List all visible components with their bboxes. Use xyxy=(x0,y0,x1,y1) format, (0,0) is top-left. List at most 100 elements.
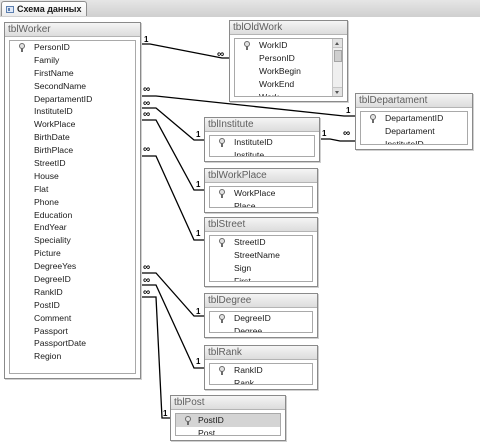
field-row[interactable]: Departament xyxy=(361,125,467,138)
field-row[interactable]: WorkBegin xyxy=(235,65,332,78)
field-row[interactable]: BirthDate xyxy=(10,131,135,144)
field-row[interactable]: DepartamentID xyxy=(361,112,467,125)
table-title[interactable]: tblWorker xyxy=(5,23,140,37)
field-row[interactable]: Picture xyxy=(10,247,135,260)
field-list[interactable]: DegreeID Degree xyxy=(209,311,313,333)
field-name: DegreeID xyxy=(234,313,271,323)
field-row[interactable]: Phone xyxy=(10,196,135,209)
field-list[interactable]: PostID Post xyxy=(175,413,281,436)
field-row[interactable]: StreetID xyxy=(210,236,312,249)
field-row[interactable]: PersonID xyxy=(235,52,332,65)
table-title[interactable]: tblWorkPlace xyxy=(205,169,317,183)
field-name: PersonID xyxy=(259,52,295,63)
field-row[interactable]: SecondName xyxy=(10,80,135,93)
table-title[interactable]: tblOldWork xyxy=(230,21,347,35)
field-row[interactable]: PersonID xyxy=(10,41,135,54)
field-row[interactable]: DepartamentID xyxy=(10,93,135,106)
field-row[interactable]: House xyxy=(10,170,135,183)
field-row[interactable]: DegreeYes xyxy=(10,260,135,273)
field-name: Flat xyxy=(34,183,49,194)
field-row[interactable]: Region xyxy=(10,350,135,363)
field-row[interactable]: Sign xyxy=(210,262,312,275)
primary-key-icon xyxy=(219,366,225,375)
field-row[interactable]: WorkPlace xyxy=(10,118,135,131)
field-row[interactable]: PassportDate xyxy=(10,337,135,350)
table-tblInstitute[interactable]: tblInstitute InstituteID Institute xyxy=(204,117,320,162)
primary-key-icon xyxy=(185,416,191,425)
field-list[interactable]: InstituteID Institute xyxy=(209,135,315,157)
field-row[interactable]: Comment xyxy=(10,312,135,325)
cardinality-many: ∞ xyxy=(143,275,151,286)
field-row[interactable]: Post xyxy=(176,427,280,435)
field-row[interactable]: RankID xyxy=(210,364,312,377)
field-row[interactable]: InstituteID xyxy=(361,138,467,144)
table-tblPost[interactable]: tblPost PostID Post xyxy=(170,395,286,441)
field-name: Family xyxy=(34,54,60,65)
scroll-up-arrow-icon[interactable] xyxy=(333,39,342,48)
field-row[interactable]: RankID xyxy=(10,286,135,299)
field-row[interactable]: WorkID xyxy=(235,39,332,52)
field-name: InstituteID xyxy=(234,137,273,147)
tab-relationships[interactable]: Схема данных xyxy=(1,1,87,16)
scroll-down-arrow-icon[interactable] xyxy=(333,87,342,96)
table-title[interactable]: tblPost xyxy=(171,396,285,410)
field-row[interactable]: Degree xyxy=(210,325,312,332)
field-row[interactable]: StreetID xyxy=(10,157,135,170)
field-name: StreetID xyxy=(34,158,66,169)
table-title[interactable]: tblStreet xyxy=(205,218,317,232)
field-row[interactable]: Speciality xyxy=(10,234,135,247)
field-row[interactable]: Work xyxy=(235,91,332,96)
field-row[interactable]: WorkPlace xyxy=(210,187,312,200)
table-title[interactable]: tblDepartament xyxy=(356,94,472,108)
field-row[interactable]: DegreeID xyxy=(10,273,135,286)
cardinality-one: 1 xyxy=(144,35,149,44)
field-row[interactable]: Institute xyxy=(210,149,314,156)
table-title[interactable]: tblDegree xyxy=(205,294,317,308)
field-name: WorkPlace xyxy=(234,188,276,198)
cardinality-one: 1 xyxy=(196,229,201,238)
table-title[interactable]: tblInstitute xyxy=(205,118,319,132)
field-name: PersonID xyxy=(34,42,70,52)
field-row[interactable]: Education xyxy=(10,209,135,222)
field-row[interactable]: StreetName xyxy=(210,249,312,262)
field-row[interactable]: Place xyxy=(210,200,312,208)
field-row[interactable]: Family xyxy=(10,54,135,67)
field-name: EndYear xyxy=(34,222,67,233)
field-row[interactable]: Flat xyxy=(10,183,135,196)
field-row[interactable]: WorkEnd xyxy=(235,78,332,91)
field-row[interactable]: PostID xyxy=(176,414,280,427)
field-row[interactable]: First xyxy=(210,275,312,281)
field-row[interactable]: InstituteID xyxy=(210,136,314,149)
field-row[interactable]: BirthPlace xyxy=(10,144,135,157)
field-name: WorkPlace xyxy=(34,119,76,130)
field-row[interactable]: PostID xyxy=(10,299,135,312)
field-row[interactable]: FirstName xyxy=(10,67,135,80)
field-name: PostID xyxy=(198,415,224,425)
field-row[interactable]: DegreeID xyxy=(210,312,312,325)
field-name: Place xyxy=(234,200,256,208)
table-tblDegree[interactable]: tblDegree DegreeID Degree xyxy=(204,293,318,338)
field-row[interactable]: Passport xyxy=(10,325,135,338)
table-title[interactable]: tblRank xyxy=(205,346,317,360)
field-row[interactable]: Rank xyxy=(210,377,312,384)
cardinality-one: 1 xyxy=(346,106,351,115)
scroll-thumb[interactable] xyxy=(334,50,342,62)
field-row[interactable]: EndYear xyxy=(10,221,135,234)
cardinality-many: ∞ xyxy=(217,49,225,60)
relation-line-institute xyxy=(140,107,206,141)
vertical-scrollbar[interactable] xyxy=(332,39,342,96)
field-row[interactable]: InstituteID xyxy=(10,105,135,118)
